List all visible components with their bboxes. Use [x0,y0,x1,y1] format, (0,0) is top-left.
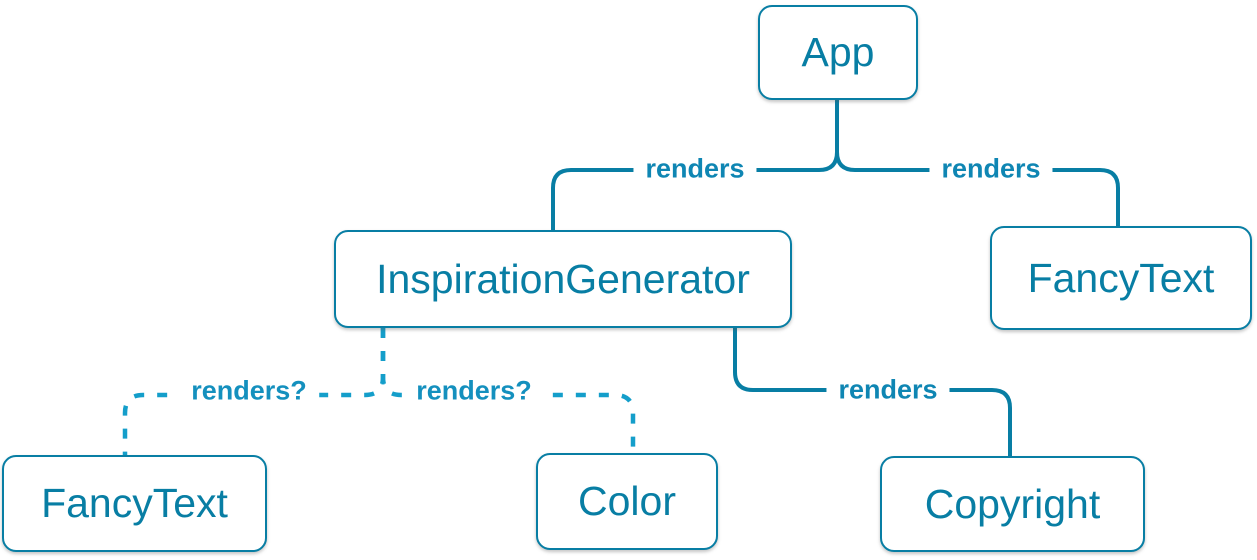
edge-label-renders-app-fancy-text: renders [929,151,1053,187]
node-inspiration-generator: InspirationGenerator [334,230,792,328]
node-app: App [758,5,918,100]
edge-label-renders-copyright: renders [826,372,950,408]
edge-label-renders-q-color: renders? [404,373,544,409]
node-fancy-text-top: FancyText [990,226,1252,330]
edge-label-renders-q-fancy-text: renders? [179,373,319,409]
node-copyright: Copyright [880,456,1145,552]
edge-label-renders-app-inspiration-generator: renders [633,151,757,187]
node-color: Color [536,453,718,550]
node-fancy-text-bottom: FancyText [2,455,267,552]
